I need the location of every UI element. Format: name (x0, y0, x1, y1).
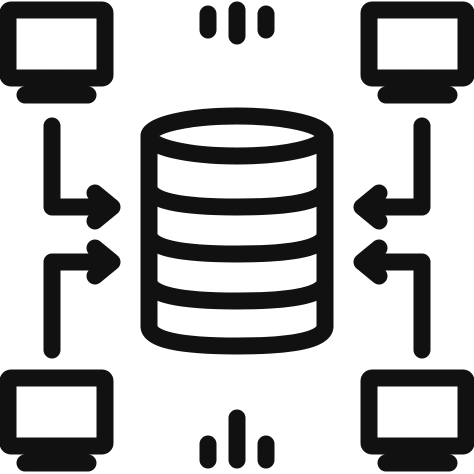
database-band-3 (140, 272, 334, 310)
database-top (140, 107, 334, 165)
database-band-2 (140, 225, 334, 263)
monitor-screen (0, 369, 114, 455)
monitor-screen (360, 1, 474, 87)
database-bottom (140, 317, 334, 355)
arrow-mid-left-icon (43, 239, 121, 359)
monitor-stand (16, 69, 97, 104)
data-lines-top-icon (199, 1, 275, 45)
arrow-top-right-icon (353, 117, 431, 230)
arrow-top-left-icon (43, 117, 121, 230)
database-band-1 (140, 178, 334, 216)
monitor-stand (16, 437, 97, 472)
monitor-stand (377, 437, 458, 472)
monitor-stand (377, 69, 458, 104)
monitor-top-left-icon (0, 1, 114, 104)
monitor-screen (360, 369, 474, 455)
database-icon (140, 107, 334, 355)
data-lines-bottom-icon (199, 409, 275, 469)
monitor-bottom-left-icon (0, 369, 114, 472)
monitor-screen (0, 1, 114, 87)
monitor-bottom-right-icon (360, 369, 474, 472)
arrow-mid-right-icon (353, 239, 431, 359)
monitor-top-right-icon (360, 1, 474, 104)
